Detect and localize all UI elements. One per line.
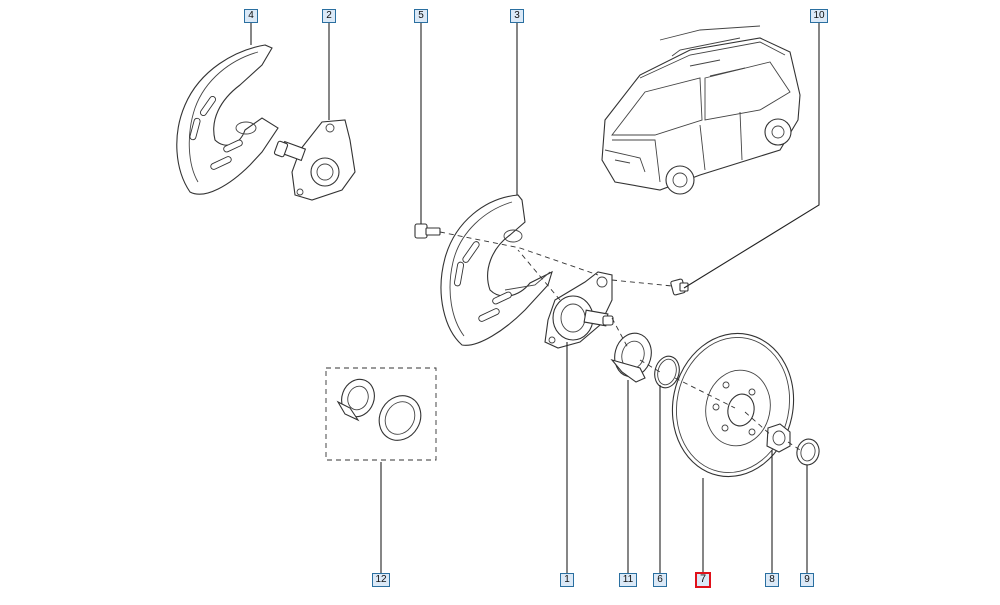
callout-6[interactable]: 6 xyxy=(653,573,667,587)
hub-carrier-part-1[interactable] xyxy=(544,271,614,349)
stub-axle-part-2[interactable] xyxy=(273,119,356,201)
brake-disc-part-7[interactable] xyxy=(659,322,806,488)
vehicle-illustration xyxy=(601,25,801,195)
callout-1[interactable]: 1 xyxy=(560,573,574,587)
dust-shield-part-3[interactable] xyxy=(440,194,553,346)
callout-11[interactable]: 11 xyxy=(619,573,637,587)
callout-12[interactable]: 12 xyxy=(372,573,390,587)
callout-7-selected[interactable]: 7 xyxy=(695,572,711,588)
screw-part-10[interactable] xyxy=(670,278,689,296)
callout-8[interactable]: 8 xyxy=(765,573,779,587)
seal-kit-part-12[interactable] xyxy=(325,367,437,461)
dust-cap-part-9[interactable] xyxy=(795,437,822,467)
bolt-part-5[interactable] xyxy=(414,223,441,239)
callout-4[interactable]: 4 xyxy=(244,9,258,23)
callout-2[interactable]: 2 xyxy=(322,9,336,23)
callout-10[interactable]: 10 xyxy=(810,9,828,23)
callout-9[interactable]: 9 xyxy=(800,573,814,587)
leader-lines xyxy=(250,23,820,573)
hub-nut-part-8[interactable] xyxy=(766,423,791,453)
assembly-guide-lines xyxy=(439,231,801,451)
callout-3[interactable]: 3 xyxy=(510,9,524,23)
bearing-seal-part-11[interactable] xyxy=(610,329,656,383)
circlip-part-6[interactable] xyxy=(651,353,682,390)
dust-shield-part-4[interactable] xyxy=(176,44,279,195)
callout-5[interactable]: 5 xyxy=(414,9,428,23)
